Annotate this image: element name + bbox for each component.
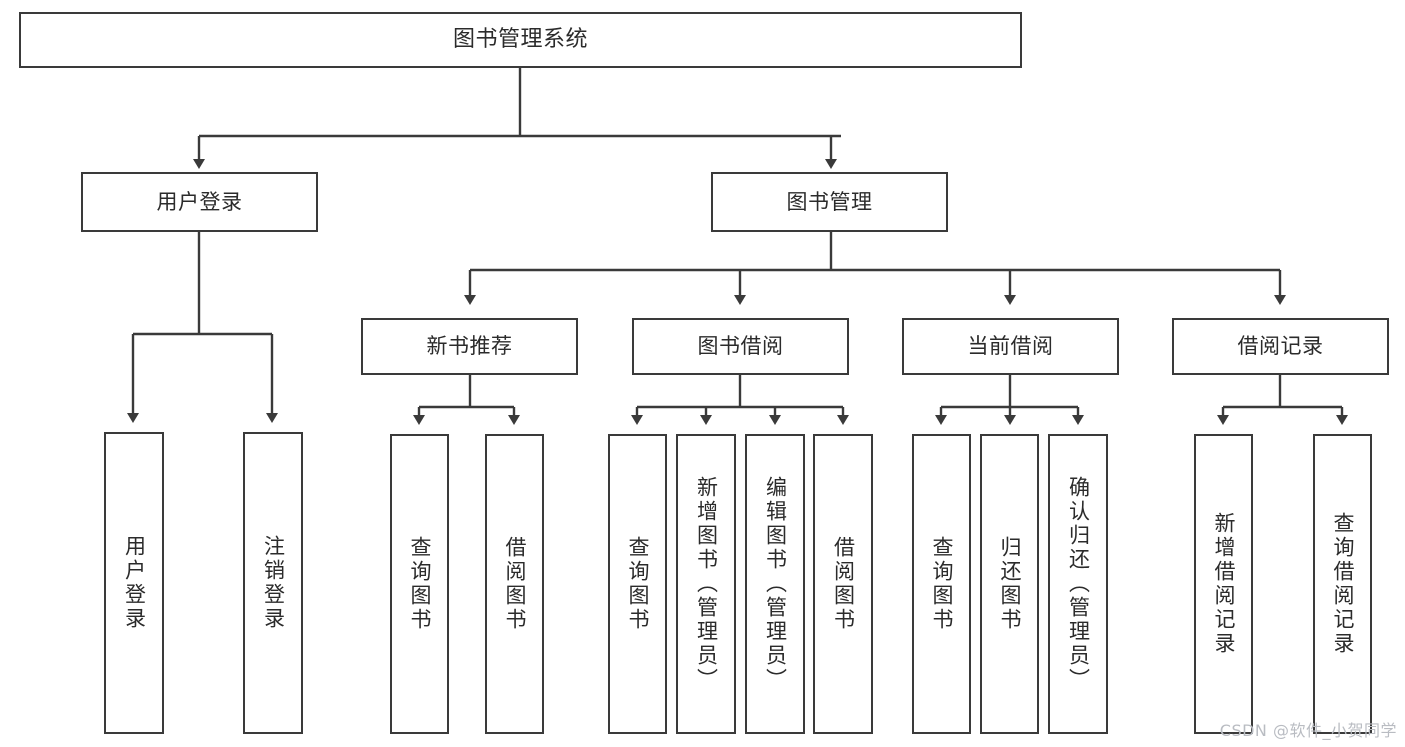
node-book-management-label: 图书管理 [786,189,873,214]
node-leaf-borrow-book-1-label: 借阅图书 [503,536,528,632]
node-book-borrow[interactable]: 图书借阅 [632,318,849,375]
node-leaf-logout-login[interactable]: 注销登录 [243,432,303,734]
node-book-management[interactable]: 图书管理 [711,172,948,232]
edge-userlogin-to-leaves [127,232,278,423]
node-leaf-query-book-3-label: 查询图书 [930,536,955,632]
node-leaf-borrow-book-2-label: 借阅图书 [831,536,856,632]
node-leaf-borrow-book-2[interactable]: 借阅图书 [813,434,873,734]
node-new-book-recommend[interactable]: 新书推荐 [361,318,578,375]
node-leaf-logout-login-label: 注销登录 [261,535,286,631]
node-current-borrow-label: 当前借阅 [967,334,1054,359]
node-borrow-record-label: 借阅记录 [1237,334,1324,359]
node-leaf-query-book-2-label: 查询图书 [626,536,651,632]
edge-bookborrow-to-leaves [631,375,849,425]
node-leaf-edit-book[interactable]: 编辑图书（管理员） [745,434,805,734]
node-new-book-recommend-label: 新书推荐 [426,334,513,359]
node-leaf-query-book-1[interactable]: 查询图书 [390,434,449,734]
node-leaf-return-book[interactable]: 归还图书 [980,434,1039,734]
node-leaf-confirm-return[interactable]: 确认归还（管理员） [1048,434,1108,734]
node-leaf-query-book-3[interactable]: 查询图书 [912,434,971,734]
node-root-label: 图书管理系统 [452,27,588,53]
node-root[interactable]: 图书管理系统 [19,12,1022,68]
node-leaf-query-book-2[interactable]: 查询图书 [608,434,667,734]
node-book-borrow-label: 图书借阅 [697,334,784,359]
node-leaf-borrow-book-1[interactable]: 借阅图书 [485,434,544,734]
node-leaf-query-book-1-label: 查询图书 [408,536,433,632]
edge-root-to-level1 [193,68,841,169]
node-leaf-query-record-label: 查询借阅记录 [1331,512,1356,656]
node-leaf-add-record[interactable]: 新增借阅记录 [1194,434,1253,734]
node-user-login-label: 用户登录 [156,189,243,214]
node-leaf-user-login[interactable]: 用户登录 [104,432,164,734]
node-leaf-edit-book-label: 编辑图书（管理员） [763,476,788,692]
node-leaf-user-login-label: 用户登录 [122,535,147,631]
edge-currentborrow-to-leaves [935,375,1084,425]
edge-newbook-to-leaves [413,375,520,425]
node-leaf-return-book-label: 归还图书 [998,536,1023,632]
node-leaf-confirm-return-label: 确认归还（管理员） [1066,476,1091,692]
node-leaf-query-record[interactable]: 查询借阅记录 [1313,434,1372,734]
edge-borrowrecord-to-leaves [1217,375,1348,425]
node-user-login[interactable]: 用户登录 [81,172,318,232]
node-leaf-add-book[interactable]: 新增图书（管理员） [676,434,736,734]
node-leaf-add-record-label: 新增借阅记录 [1212,512,1237,656]
edge-bookmgmt-to-level2 [464,232,1286,305]
node-current-borrow[interactable]: 当前借阅 [902,318,1119,375]
node-borrow-record[interactable]: 借阅记录 [1172,318,1389,375]
node-leaf-add-book-label: 新增图书（管理员） [694,476,719,692]
